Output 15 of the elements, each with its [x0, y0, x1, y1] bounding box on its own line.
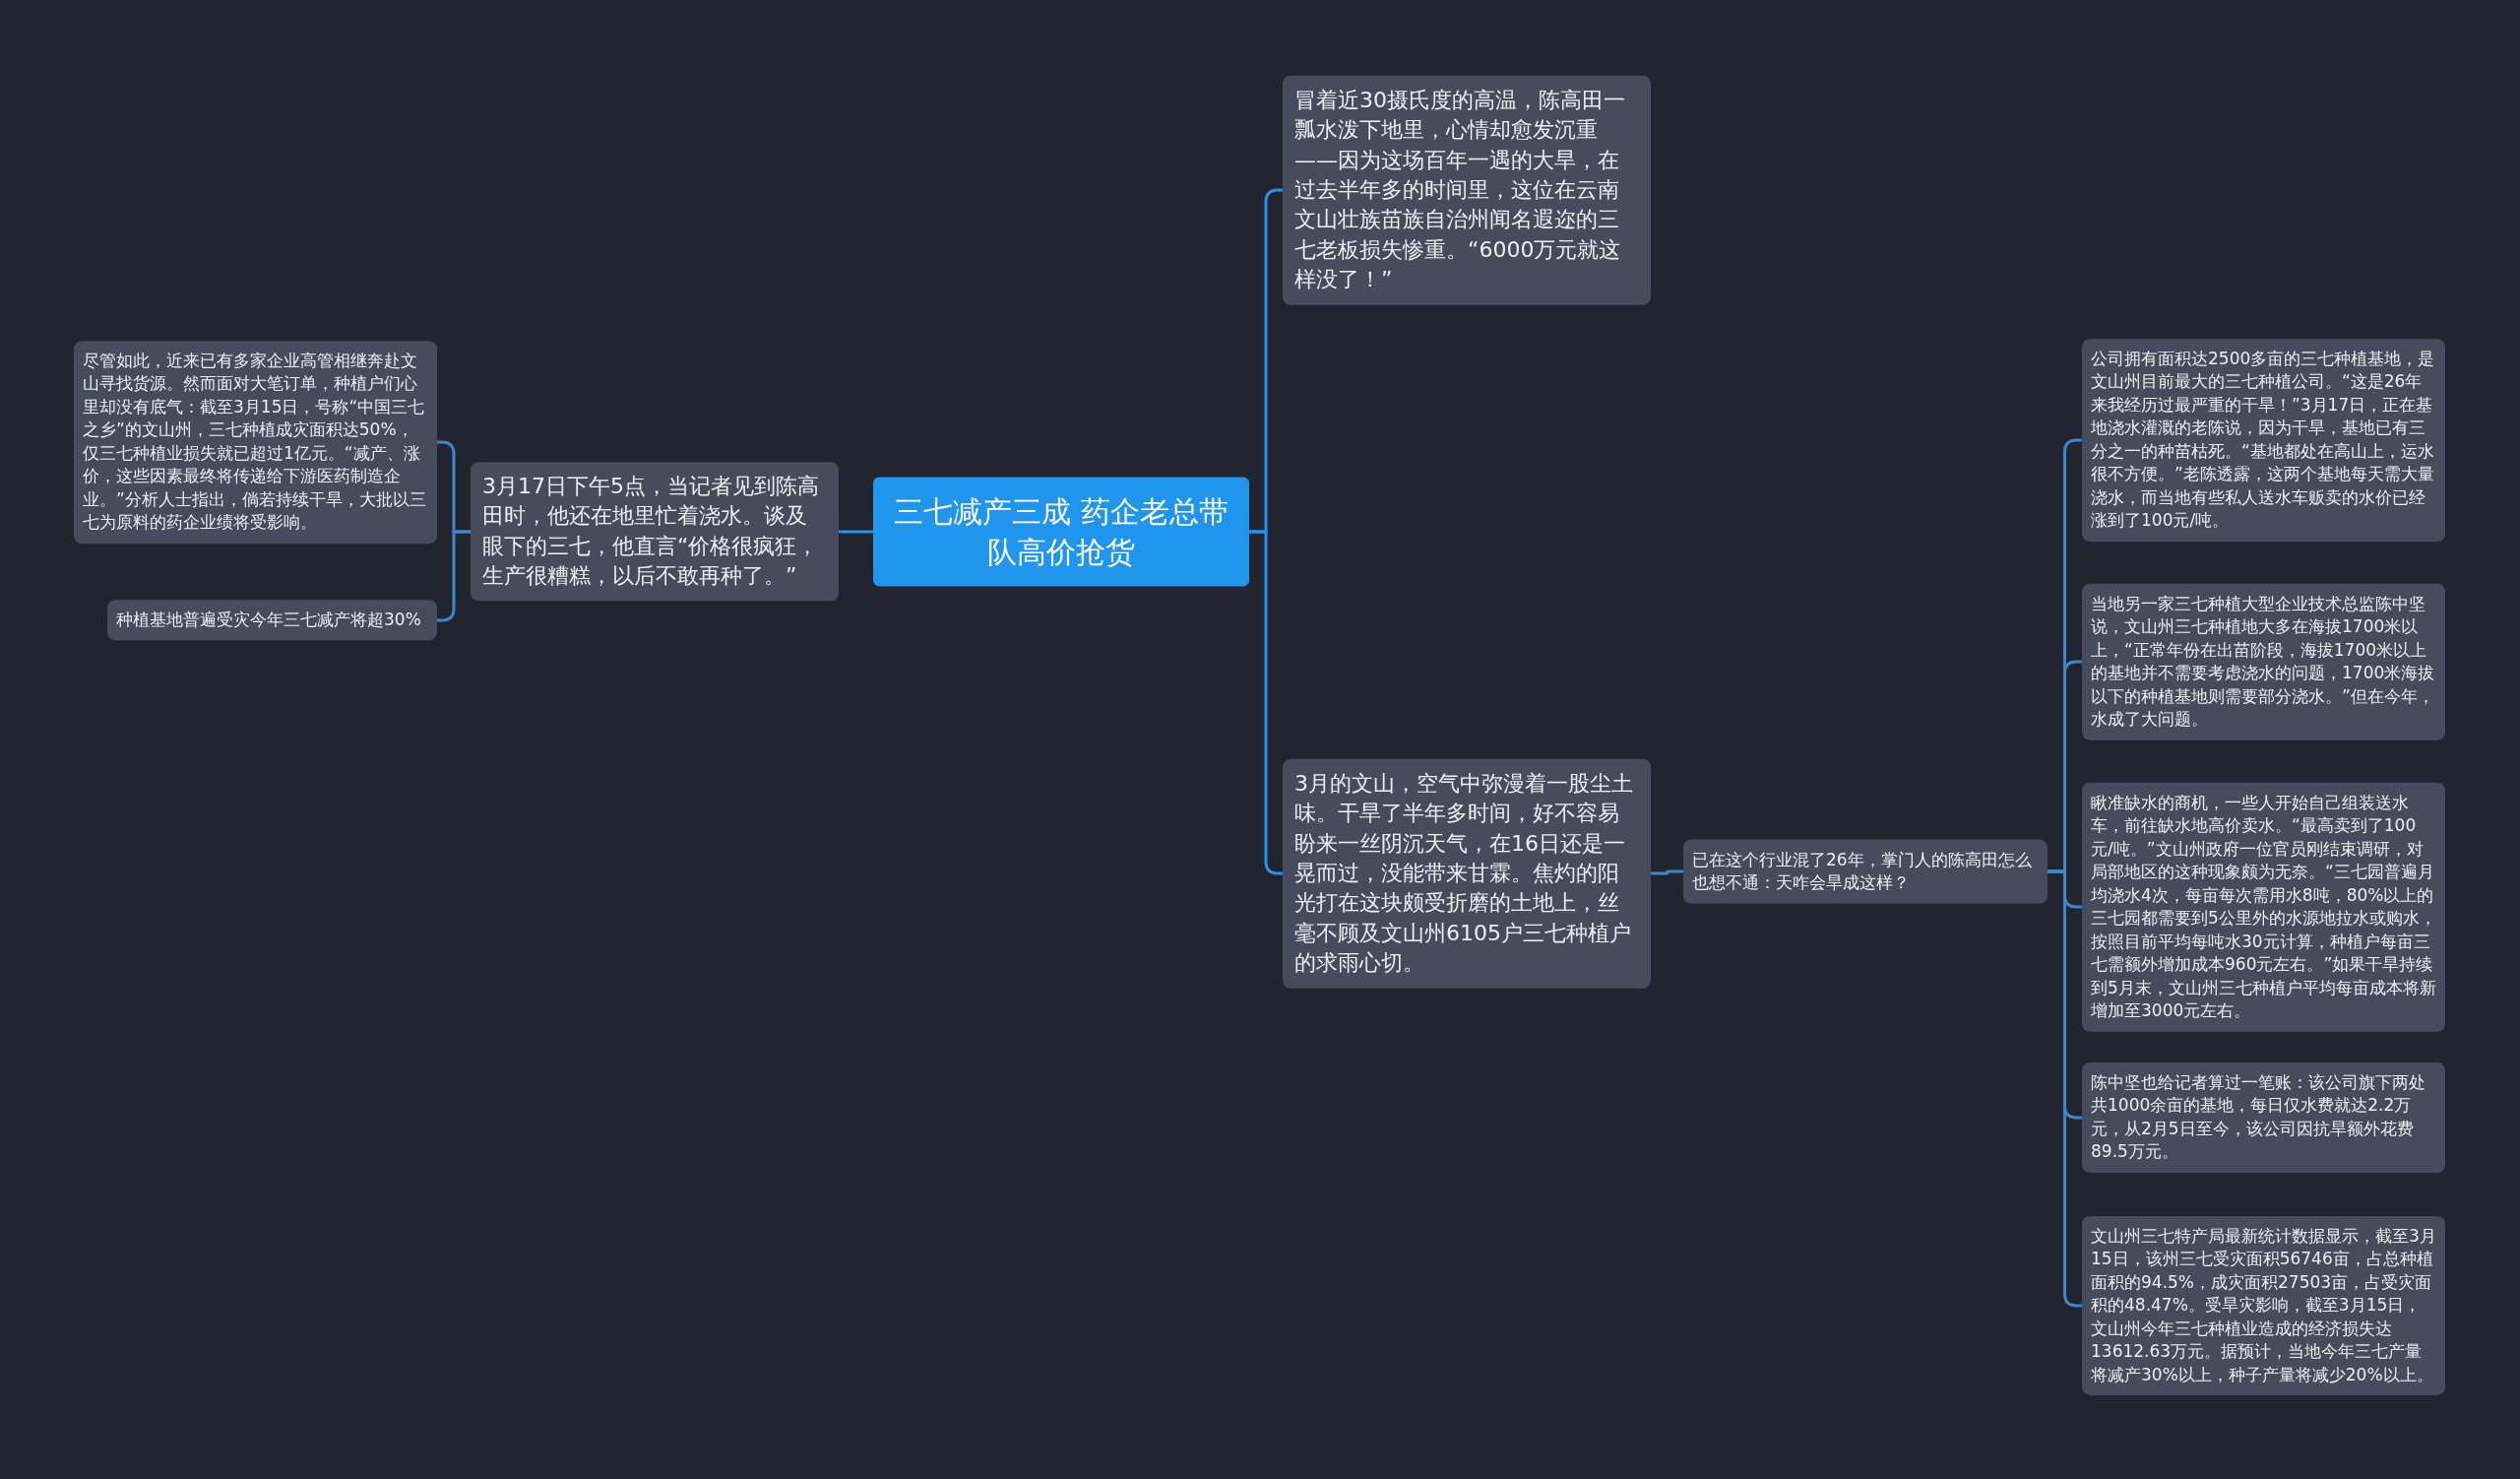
topic-box: 已在这个行业混了26年，掌门人的陈高田怎么也想不通：天咋会旱成这样？ — [1683, 839, 2048, 904]
connector-line — [1651, 869, 1683, 875]
topic-box: 3月17日下午5点，当记者见到陈高田时，他还在地里忙着浇水。谈及眼下的三七，他直言“价格很疯狂，生产很糟糕，以后不敢再种了。” — [471, 462, 839, 602]
topic-box: 尽管如此，近来已有多家企业高管相继奔赴文山寻找货源。然而面对大笔订单，种植户们心里却没有底气：截至3月15日，号称“中国三七之乡”的文山州，三七种植成灾面积达50%，仅三七种植业损失就已超过1亿元。“减产、涨价，这些因素最终将传递给下游医药制造企业。”分析人士指出，倘若持续干旱，大批以三七为原料的药企业绩将受影响。 — [74, 341, 437, 544]
topic-box: 瞅准缺水的商机，一些人开始自己组装送水车，前往缺水地高价卖水。“最高卖到了100元/吨。”文山州政府一位官员刚结束调研，对局部地区的这种现象颇为无奈。“三七园普遍月均浇水4次，每亩每次需用水8吨，80%以上的三七园都需要到5公里外的水源地拉水或购水，按照目前平均每吨水30元计算，种植户每亩三七需额外增加成本960元左右。”如果干旱持续到5月末，文山州三七种植户平均每亩成本将新增加至3000元左右。 — [2082, 782, 2445, 1032]
connector-line — [2048, 869, 2082, 1308]
connector-line — [839, 530, 873, 534]
central-topic-box: 三七减产三成 药企老总带队高价抢货 — [873, 477, 1249, 587]
topic-box: 种植基地普遍受灾今年三七减产将超30% — [107, 600, 437, 641]
topic-box: 公司拥有面积达2500多亩的三七种植基地，是文山州目前最大的三七种植公司。“这是26年来我经历过最严重的干旱！”3月17日，正在基地浇水灌溉的老陈说，因为干旱，基地已有三分之一的种苗枯死。“基地都处在高山上，运水很不方便。”老陈透露，这两个基地每天需大量浇水，而当地有些私人送水车贩卖的水价已经涨到了100元/吨。 — [2082, 339, 2445, 542]
topic-box: 冒着近30摄氏度的高温，陈高田一瓢水泼下地里，心情却愈发沉重——因为这场百年一遇的大旱，在过去半年多的时间里，这位在云南文山壮族苗族自治州闻名遐迩的三七老板损失惨重。“6000万元就这样没了！” — [1283, 75, 1651, 305]
topic-box: 3月的文山，空气中弥漫着一股尘土味。干旱了半年多时间，好不容易盼来一丝阴沉天气，在16日还是一晃而过，没能带来甘霖。焦灼的阳光打在这块颇受折磨的土地上，丝毫不顾及文山州6105户三七种植户的求雨心切。 — [1283, 758, 1651, 989]
topic-box: 文山州三七特产局最新统计数据显示，截至3月15日，该州三七受灾面积56746亩，占总种植面积的94.5%，成灾面积27503亩，占受灾面积的48.47%。受旱灾影响，截至3月15日，文山州今年三七种植业造成的经济损失达13612.63万元。据预计，当地今年三七产量将减产30%以上，种子产量将减少20%以上。 — [2082, 1215, 2445, 1396]
topic-box: 陈中坚也给记者算过一笔账：该公司旗下两处共1000余亩的基地，每日仅水费就达2.2万元，从2月5日至今，该公司因抗旱额外花费89.5万元。 — [2082, 1062, 2445, 1173]
topic-box: 当地另一家三七种植大型企业技术总监陈中坚说，文山州三七种植地大多在海拔1700米以上，“正常年份在出苗阶段，海拔1700米以上的基地并不需要考虑浇水的问题，1700米海拔以下的种植基地则需要部分浇水。”但在今年，水成了大问题。 — [2082, 583, 2445, 740]
